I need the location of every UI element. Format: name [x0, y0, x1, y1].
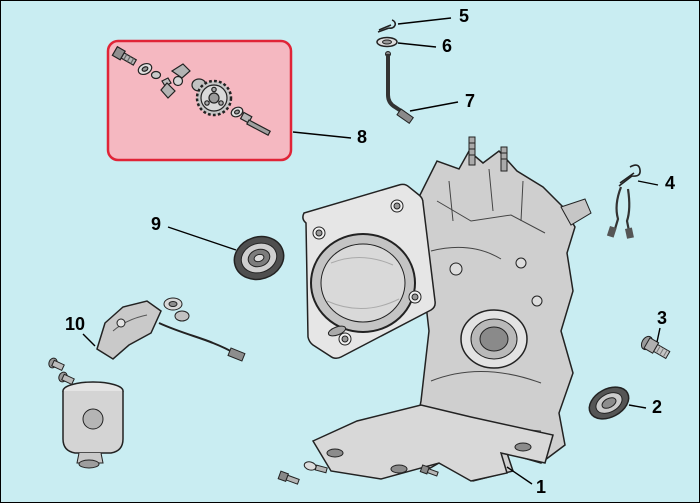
callout-1: 1 [535, 477, 547, 497]
callout-2: 2 [651, 397, 663, 417]
part-7-governor-arm-shaft-drawing [385, 51, 414, 125]
part-6-washer-drawing [376, 36, 398, 48]
callout-7: 7 [464, 91, 476, 111]
part-10-oil-level-switch-drawing [48, 297, 246, 469]
part-9-oil-seal-drawing [233, 235, 285, 281]
callout-6: 6 [441, 36, 453, 56]
callout-9: 9 [150, 214, 162, 234]
part-4-clip-drawing [606, 164, 641, 239]
callout-4: 4 [664, 173, 676, 193]
leader-lines [82, 17, 661, 485]
part-1-crankcase-drawing [277, 136, 592, 485]
part-2-oil-seal-drawing [588, 386, 630, 420]
part-5-cotter-pin-drawing [377, 19, 396, 33]
callout-5: 5 [458, 6, 470, 26]
callout-8: 8 [356, 127, 368, 147]
part-3-bolt-drawing [640, 335, 671, 360]
callout-3: 3 [656, 308, 668, 328]
callout-10: 10 [64, 314, 86, 334]
part-8-governor-gear-assembly-drawing [111, 45, 272, 137]
